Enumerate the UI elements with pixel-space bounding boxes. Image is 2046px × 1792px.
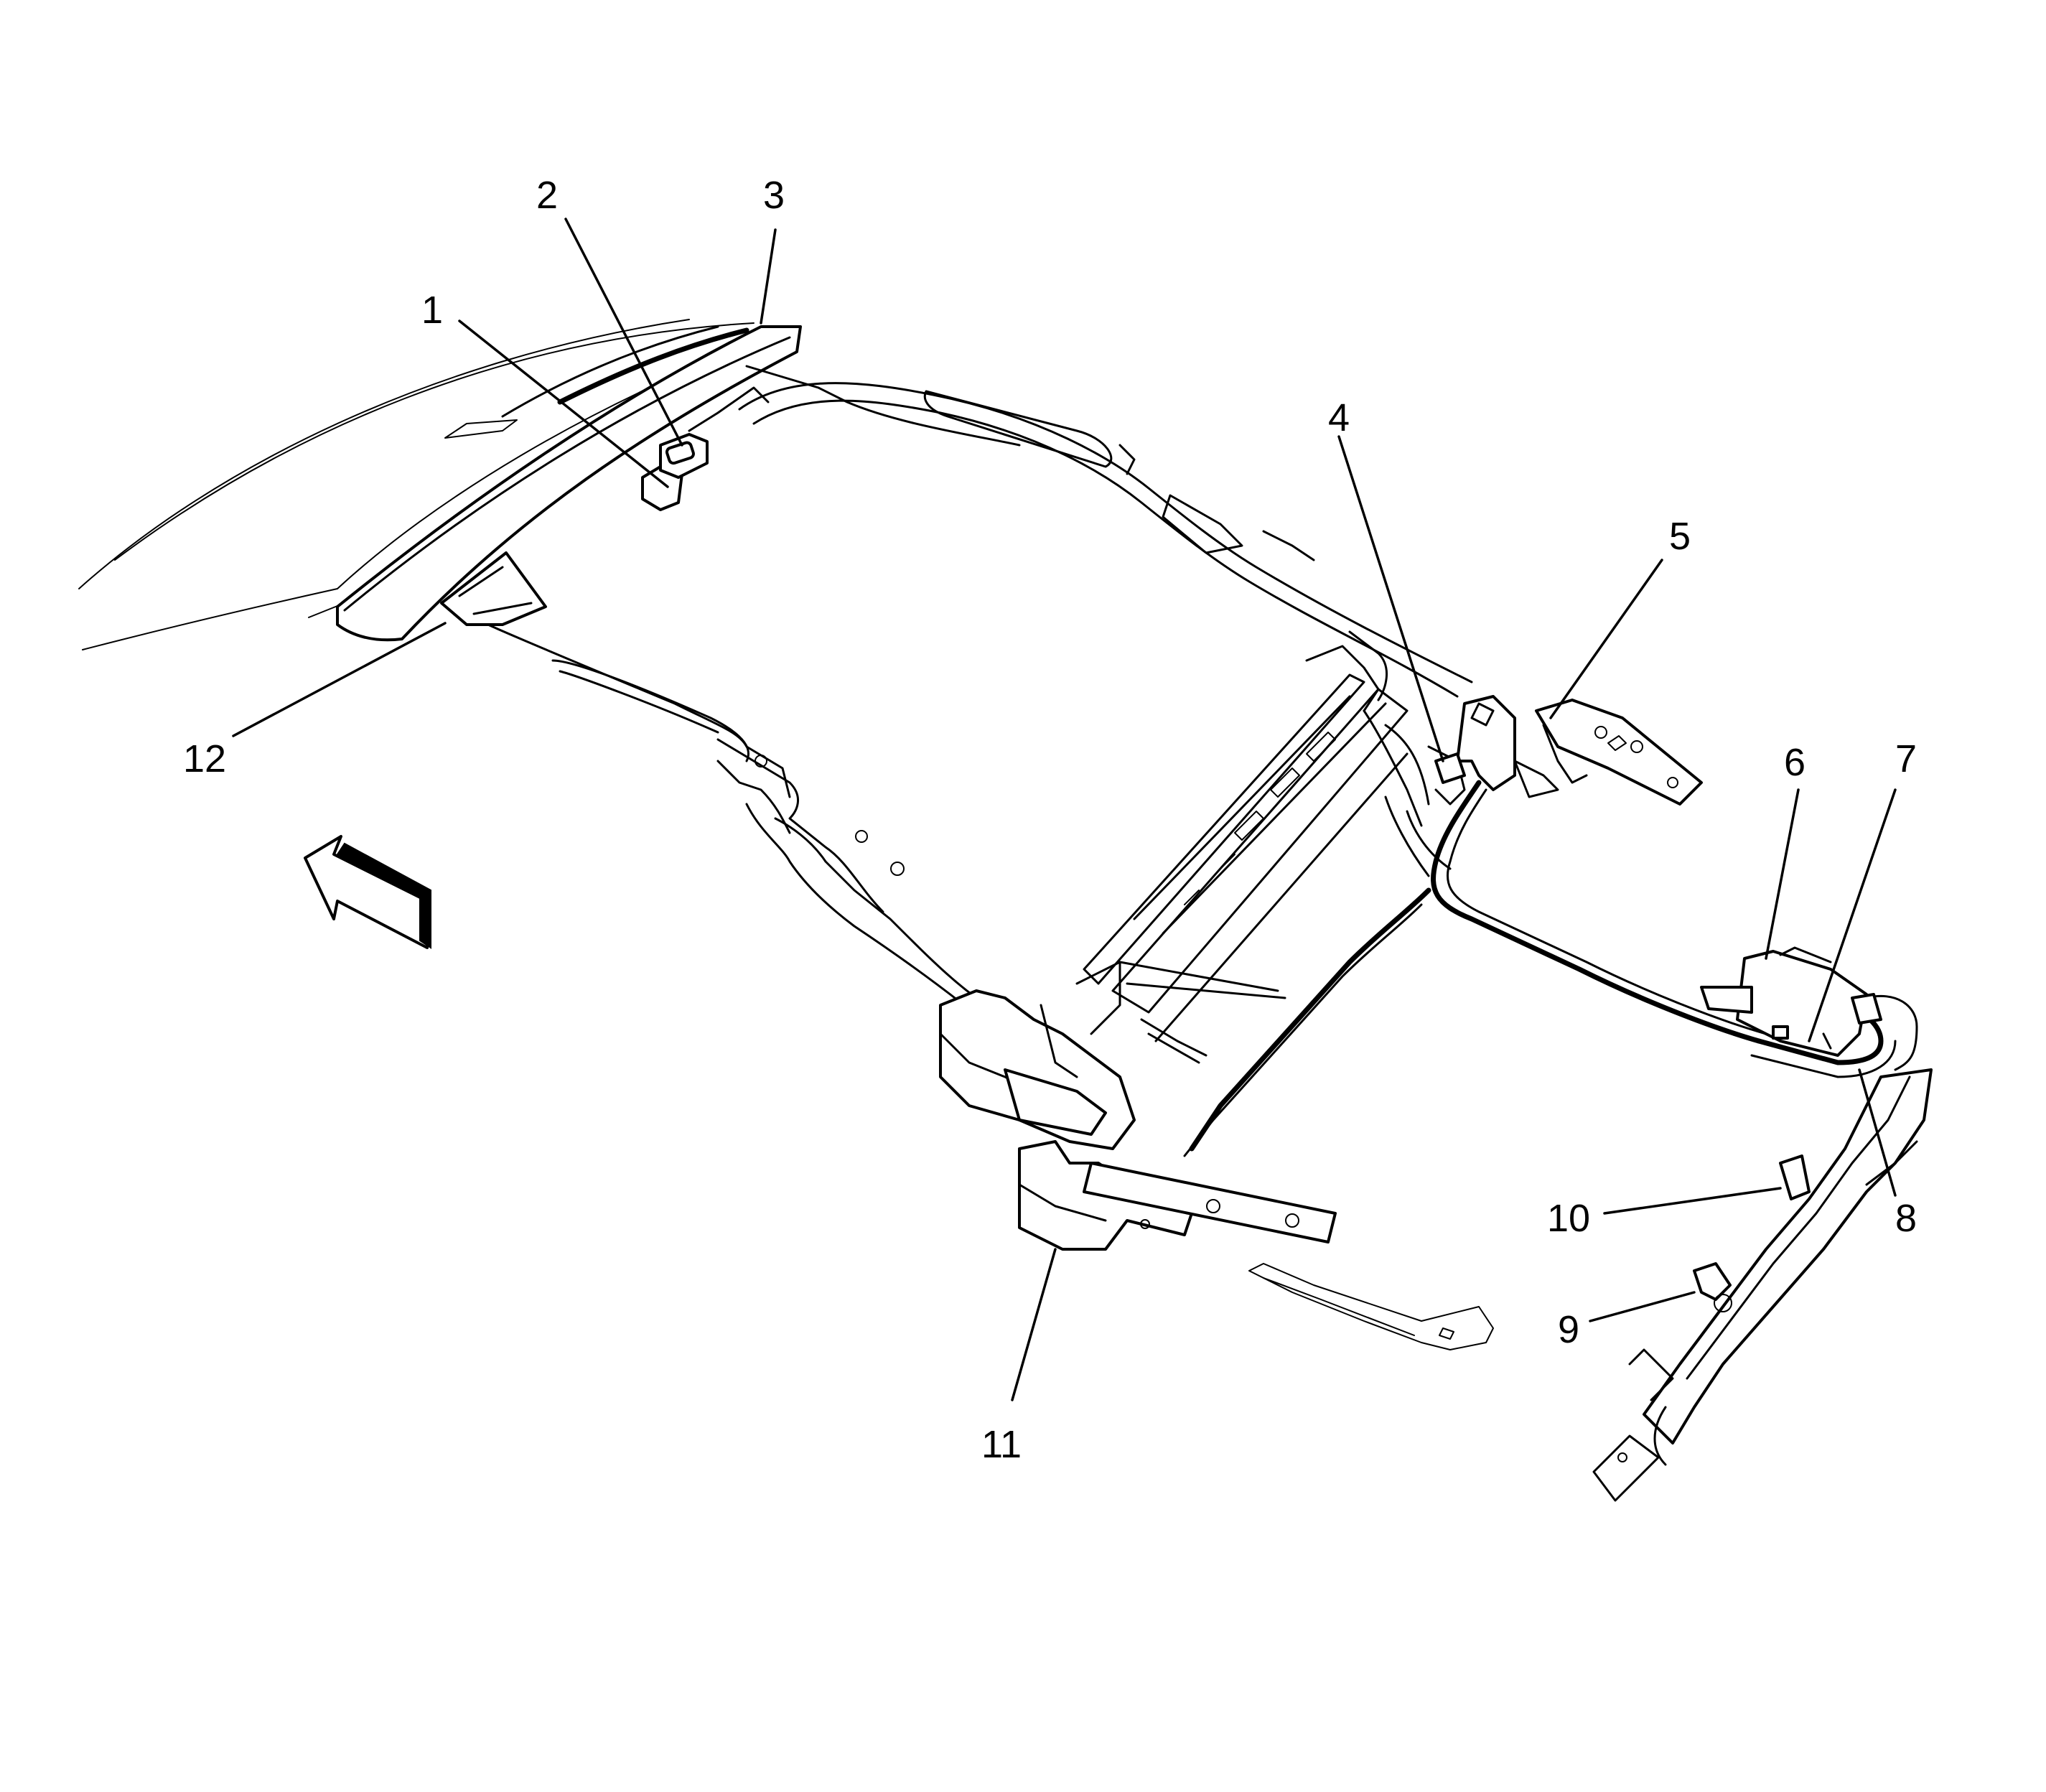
right-front-bracket (1513, 699, 1703, 806)
leader-6 (1765, 788, 1800, 960)
left-rear-bracket (939, 961, 1286, 1150)
left-roof-rail (487, 623, 999, 1028)
callout-1: 1 (421, 289, 443, 332)
callout-12: 12 (183, 737, 226, 780)
callout-6: 6 (1784, 741, 1806, 784)
center-crossmember (1083, 673, 1409, 1042)
leader-12 (232, 622, 447, 737)
lower-left-bracket (1018, 1140, 1337, 1251)
right-roof-rail (1305, 645, 1516, 877)
leader-10 (1603, 1187, 1782, 1215)
forward-arrow-icon (304, 835, 431, 949)
leader-3 (760, 228, 777, 325)
wiring-harness (1183, 780, 1918, 1157)
callout-7: 7 (1895, 737, 1917, 780)
roof-frame (738, 365, 1473, 701)
callout-3: 3 (763, 174, 785, 217)
right-rear-rail (1592, 1068, 1933, 1502)
leader-lines (232, 218, 1897, 1401)
leader-1 (458, 319, 669, 488)
left-front-bracket (440, 551, 547, 626)
callout-8: 8 (1895, 1197, 1917, 1240)
leader-5 (1549, 559, 1663, 719)
front-sensor-module (641, 386, 770, 511)
control-module (1700, 946, 1882, 1057)
floor-bracket (1248, 1263, 1494, 1350)
front-header-rail (336, 325, 802, 642)
callout-4: 4 (1328, 396, 1350, 439)
leader-11 (1011, 1248, 1057, 1401)
callout-2: 2 (536, 174, 558, 217)
callout-9: 9 (1558, 1308, 1579, 1351)
callout-labels: 1 2 3 4 5 6 7 8 9 10 11 12 (183, 174, 1917, 1466)
leader-7 (1808, 788, 1897, 1042)
leader-8 (1858, 1068, 1897, 1197)
roof-outline (78, 319, 798, 650)
leader-2 (564, 218, 683, 447)
leader-9 (1589, 1291, 1696, 1322)
callout-5: 5 (1669, 515, 1691, 558)
callout-11: 11 (981, 1423, 1022, 1466)
leader-4 (1337, 435, 1444, 762)
callout-10: 10 (1547, 1197, 1590, 1240)
